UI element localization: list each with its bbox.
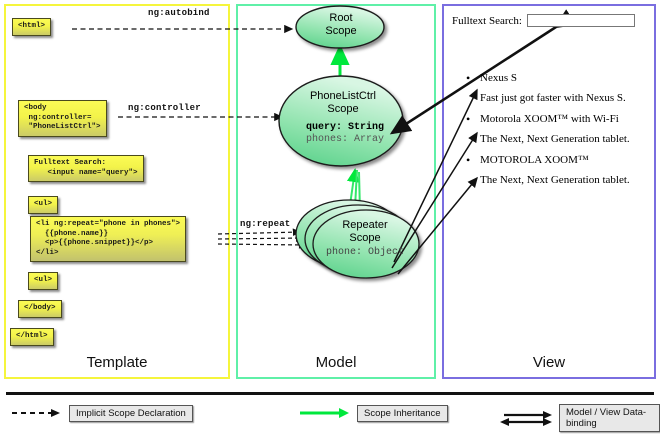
view-phone-snippet: The Next, Next Generation tablet. — [480, 133, 630, 145]
legend-item-data-binding: Model / View Data-binding — [500, 404, 660, 432]
list-item: Motorola XOOM™ with Wi-Fi The Next, Next… — [466, 112, 650, 145]
legend-label-data-binding: Model / View Data-binding — [559, 404, 660, 432]
scope-var-query: query: String — [305, 122, 384, 133]
code-box-body-open: <body ng:controller= "PhoneListCtrl"> — [18, 100, 107, 137]
view-phone-name: Motorola XOOM™ with Wi-Fi — [466, 112, 650, 127]
code-box-ul-close: <ul> — [28, 272, 59, 290]
legend-label-scope-inheritance: Scope Inheritance — [357, 404, 448, 422]
code-box-html-close: </html> — [10, 328, 54, 346]
scope-title-repeater: Repeater Scope — [320, 219, 410, 245]
dashed-arrow-icon — [12, 409, 60, 417]
code-box-li-repeat: <li ng:repeat="phone in phones"> {{phone… — [30, 216, 187, 262]
view-phone-name: Nexus S — [466, 71, 650, 86]
view-phone-name: MOTOROLA XOOM™ — [466, 153, 650, 168]
scope-vars-repeater: phone: Object — [310, 247, 420, 259]
connector-label-ng-repeat: ng:repeat — [240, 219, 291, 229]
view-phone-snippet: Fast just got faster with Nexus S. — [480, 92, 626, 104]
column-label-view: View — [532, 354, 566, 371]
view-search-input[interactable] — [526, 14, 635, 27]
code-box-search-input: Fulltext Search: <input name="query"> — [28, 155, 144, 182]
view-phone-list: Nexus S Fast just got faster with Nexus … — [452, 71, 650, 186]
scope-title-root-line1: Root — [329, 12, 353, 24]
legend: Implicit Scope Declaration Scope Inherit… — [0, 392, 660, 435]
legend-label-implicit-scope: Implicit Scope Declaration — [69, 404, 193, 422]
scope-title-root: Root Scope — [298, 12, 384, 38]
connector-label-ng-autobind: ng:autobind — [148, 8, 210, 18]
view-search-label: Fulltext Search: — [452, 14, 522, 27]
legend-item-scope-inheritance: Scope Inheritance — [298, 404, 448, 422]
list-item: MOTOROLA XOOM™ The Next, Next Generation… — [466, 153, 650, 186]
code-box-html-open: <html> — [12, 18, 52, 36]
scope-var-phones: phones: Array — [305, 134, 384, 145]
view-search-row: Fulltext Search: — [452, 14, 650, 27]
scope-title-phonelistctrl-line2: Scope — [327, 103, 359, 115]
solid-arrow-icon — [300, 408, 349, 418]
double-arrow-icon — [500, 411, 552, 426]
legend-item-implicit-scope: Implicit Scope Declaration — [10, 404, 193, 422]
column-model: Model — [236, 4, 436, 379]
code-box-ul-open: <ul> — [28, 196, 59, 214]
list-item: Nexus S Fast just got faster with Nexus … — [466, 71, 650, 104]
column-template: Template — [4, 4, 230, 379]
scope-title-repeater-line1: Repeater — [342, 219, 388, 231]
scope-title-phonelistctrl-line1: PhoneListCtrl — [309, 90, 377, 102]
view-content: Fulltext Search: Nexus S Fast just got f… — [452, 14, 650, 195]
connector-label-ng-controller: ng:controller — [128, 103, 201, 113]
scope-title-repeater-line2: Scope — [349, 232, 381, 244]
column-label-template: Template — [86, 354, 148, 371]
scope-title-phonelistctrl: PhoneListCtrl Scope — [288, 90, 398, 116]
column-label-model: Model — [315, 354, 357, 371]
view-phone-snippet: The Next, Next Generation tablet. — [480, 174, 630, 186]
scope-vars-phonelistctrl: query: String phones: Array — [285, 122, 405, 146]
legend-divider — [6, 392, 654, 395]
scope-title-root-line2: Scope — [325, 25, 357, 37]
code-box-body-close: </body> — [18, 300, 62, 318]
scope-var-phone: phone: Object — [325, 247, 404, 258]
